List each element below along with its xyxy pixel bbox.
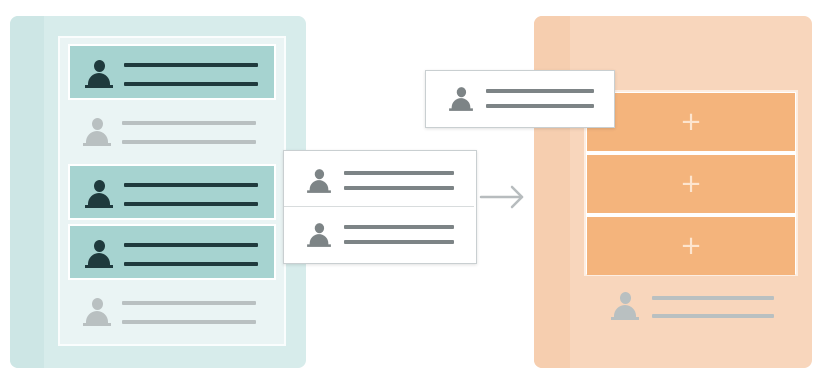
person-icon — [85, 60, 113, 88]
text-line — [124, 243, 258, 247]
text-line — [124, 82, 258, 86]
drop-slot[interactable]: + — [587, 155, 795, 213]
destination-panel-strip — [534, 16, 570, 368]
person-icon — [307, 223, 331, 247]
dragged-card-stack[interactable] — [283, 150, 477, 264]
text-line — [124, 262, 258, 266]
source-row[interactable] — [68, 104, 276, 160]
source-row-selected[interactable] — [68, 224, 276, 280]
person-icon — [85, 240, 113, 268]
dragged-card[interactable] — [425, 70, 615, 128]
person-icon — [83, 118, 111, 146]
text-line — [124, 183, 258, 187]
drop-slot[interactable]: + — [587, 93, 795, 151]
text-line — [124, 202, 258, 206]
text-line — [122, 140, 256, 144]
text-line — [124, 63, 258, 67]
source-row-selected[interactable] — [68, 44, 276, 100]
plus-icon: + — [680, 169, 702, 199]
text-line — [344, 240, 454, 244]
text-line — [122, 301, 256, 305]
text-line — [122, 320, 256, 324]
plus-icon: + — [680, 231, 702, 261]
text-line — [344, 171, 454, 175]
text-line — [486, 89, 594, 93]
source-row[interactable] — [68, 284, 276, 340]
card-divider — [284, 206, 474, 207]
text-line — [652, 296, 774, 300]
source-panel-strip — [10, 16, 44, 368]
person-icon — [307, 169, 331, 193]
text-line — [344, 186, 454, 190]
text-line — [652, 314, 774, 318]
plus-icon: + — [680, 107, 702, 137]
drop-slot[interactable]: + — [587, 217, 795, 275]
text-line — [486, 104, 594, 108]
text-line — [344, 225, 454, 229]
destination-row[interactable] — [600, 284, 790, 334]
person-icon — [85, 180, 113, 208]
person-icon — [449, 87, 473, 111]
text-line — [122, 121, 256, 125]
source-row-selected[interactable] — [68, 164, 276, 220]
person-icon — [83, 298, 111, 326]
arrow-right-icon — [479, 185, 524, 209]
person-icon — [611, 292, 639, 320]
